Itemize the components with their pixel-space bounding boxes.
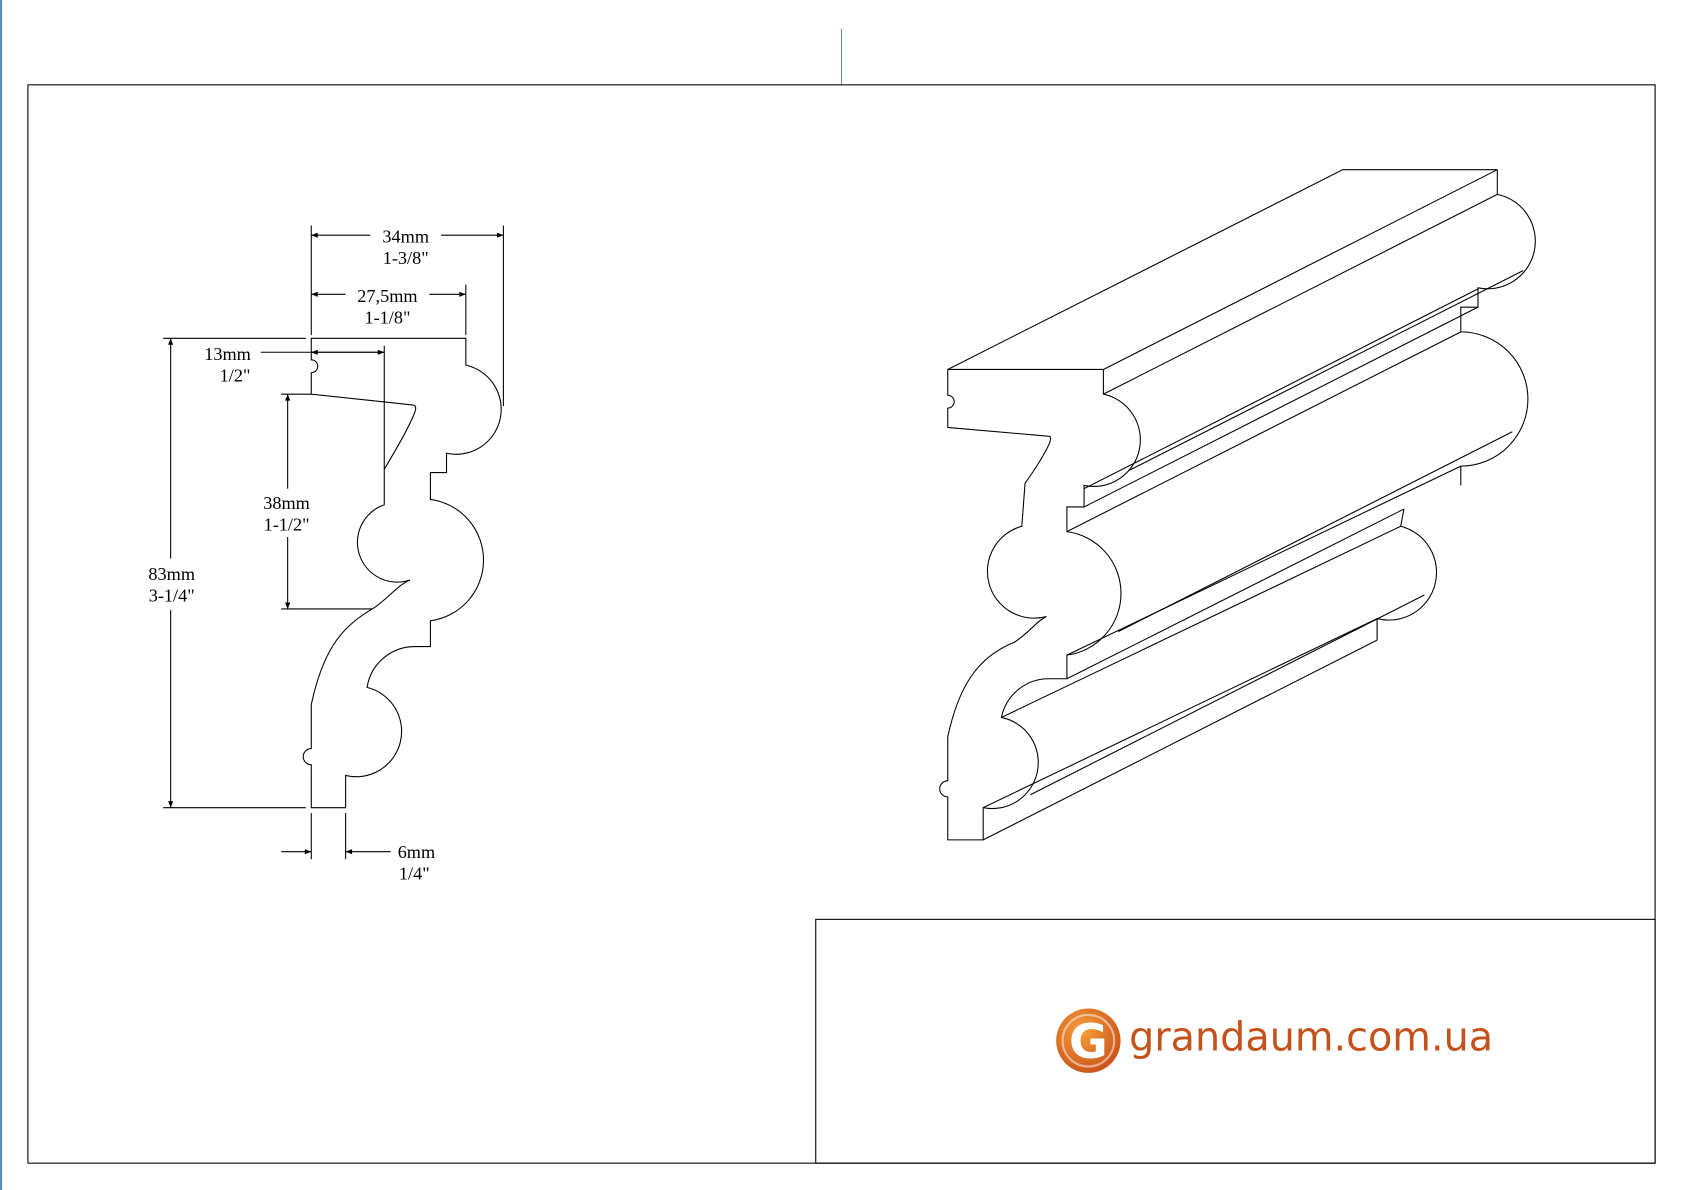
dim-1-3-8in: 1-3/8" <box>383 248 429 268</box>
dim-1-1-8in: 1-1/8" <box>364 307 410 327</box>
dim-27-5mm: 27,5mm <box>357 286 417 306</box>
logo-g-icon <box>1056 1008 1121 1073</box>
dim-6mm: 6mm <box>398 842 436 862</box>
logo-text: grandaum.com.ua <box>1129 1014 1493 1060</box>
dim-38mm: 38mm <box>263 493 310 513</box>
dim-83mm: 83mm <box>148 564 195 584</box>
title-block <box>815 918 1656 1164</box>
logo-letter: G <box>1069 1015 1108 1070</box>
grandaum-logo: G grandaum.com.ua <box>1056 1008 1493 1073</box>
dimension-lines <box>163 225 504 860</box>
molding-3d-view <box>939 169 1536 841</box>
dim-1-4in: 1/4" <box>399 864 430 884</box>
dim-3-1-4in: 3-1/4" <box>149 585 195 605</box>
dim-34mm: 34mm <box>382 227 429 247</box>
profile-section <box>302 337 502 809</box>
dim-1-2in: 1/2" <box>220 365 251 385</box>
dim-1-1-2in: 1-1/2" <box>264 515 310 535</box>
dim-13mm: 13mm <box>204 344 251 364</box>
drawing-frame <box>27 84 1656 1164</box>
